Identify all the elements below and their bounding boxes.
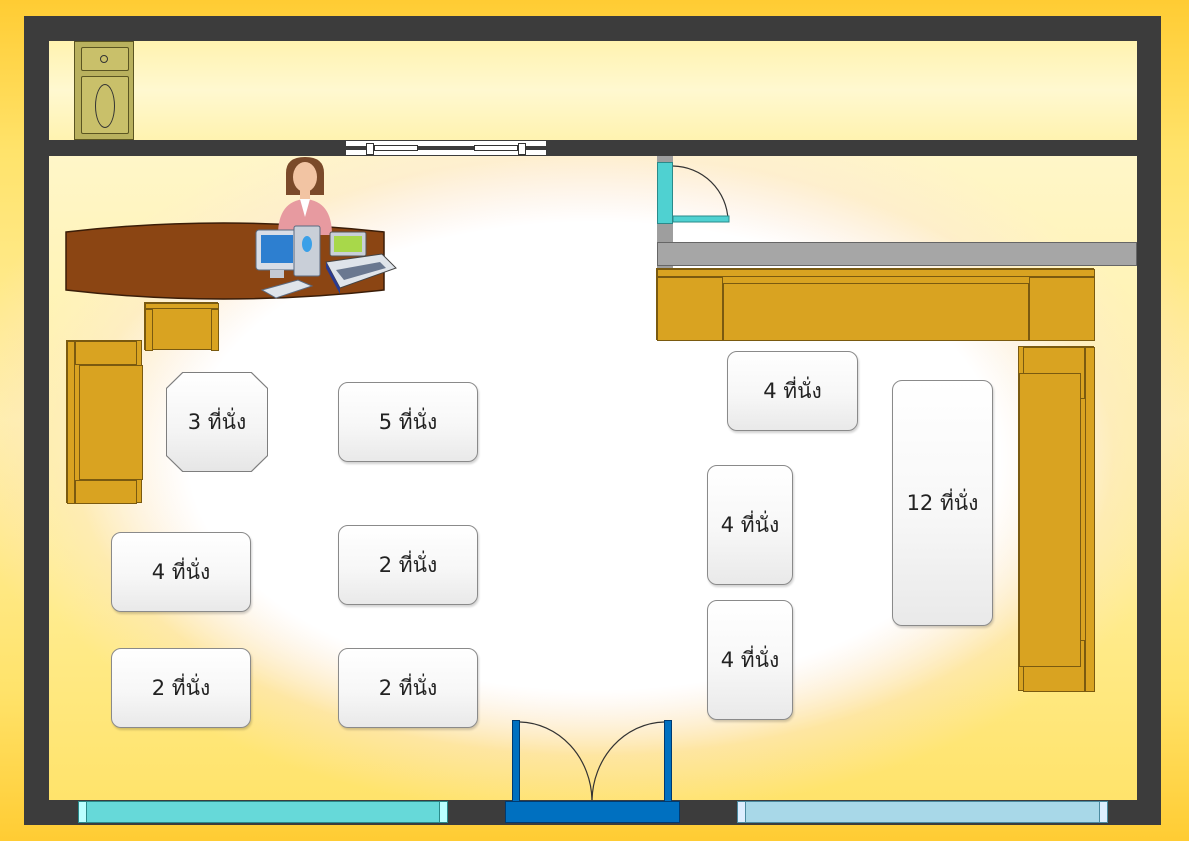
table-2-seats[interactable]: 2 ที่นั่ง [338, 648, 478, 728]
bench-sofa-top [656, 268, 1095, 341]
computer-icon [255, 225, 321, 299]
cash-register-icon [325, 231, 397, 294]
window-right [737, 801, 1108, 823]
toilet-icon [74, 41, 134, 140]
entrance-door-leaf-left[interactable] [512, 720, 520, 802]
entrance-door-swing [519, 721, 665, 801]
receptionist-icon [278, 157, 332, 235]
window-left [78, 801, 448, 823]
table-4-seats[interactable]: 4 ที่นั่ง [707, 600, 793, 720]
sliding-door[interactable] [346, 141, 546, 155]
table-12-seats[interactable]: 12 ที่นั่ง [892, 380, 993, 626]
table-label: 3 ที่นั่ง [167, 373, 267, 471]
table-4-seats[interactable]: 4 ที่นั่ง [707, 465, 793, 585]
table-2-seats[interactable]: 2 ที่นั่ง [338, 525, 478, 605]
table-4-seats[interactable]: 4 ที่นั่ง [727, 351, 858, 431]
kitchen-door-swing [672, 165, 730, 223]
bench-sofa-right [1018, 346, 1095, 692]
table-4-seats[interactable]: 4 ที่นั่ง [111, 532, 251, 612]
kitchen-door[interactable] [657, 162, 673, 224]
table-5-seats[interactable]: 5 ที่นั่ง [338, 382, 478, 462]
table-2-seats[interactable]: 2 ที่นั่ง [111, 648, 251, 728]
restroom-area [49, 41, 1137, 140]
table-3-seats[interactable]: 3 ที่นั่ง [166, 372, 268, 472]
entrance-door-leaf-right[interactable] [664, 720, 672, 802]
reception-chair [144, 302, 219, 351]
sofa-left [66, 340, 143, 504]
entrance-door[interactable] [505, 801, 680, 823]
kitchen-counter [657, 242, 1137, 266]
